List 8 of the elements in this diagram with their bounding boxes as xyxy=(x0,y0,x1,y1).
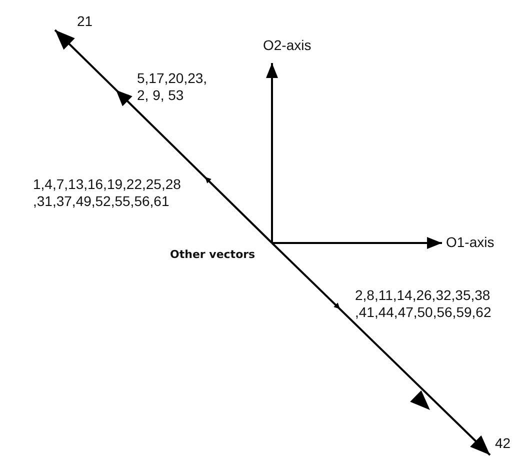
vector-numbers: 1,4,7,13,16,19,22,25,28 ,31,37,49,52,55,56,61 xyxy=(33,176,182,210)
vector-label: 42 xyxy=(495,435,511,452)
axis-label: O2-axis xyxy=(263,37,312,54)
vector-numbers: 2,8,11,14,26,32,35,38 ,41,44,47,50,56,59,62 xyxy=(355,287,492,321)
vector-label: Other vectors xyxy=(170,247,256,263)
vector-numbers: 5,17,20,23, 2, 9, 53 xyxy=(137,70,208,104)
axis-label: O1-axis xyxy=(446,234,494,251)
vector-label: 21 xyxy=(77,13,93,30)
